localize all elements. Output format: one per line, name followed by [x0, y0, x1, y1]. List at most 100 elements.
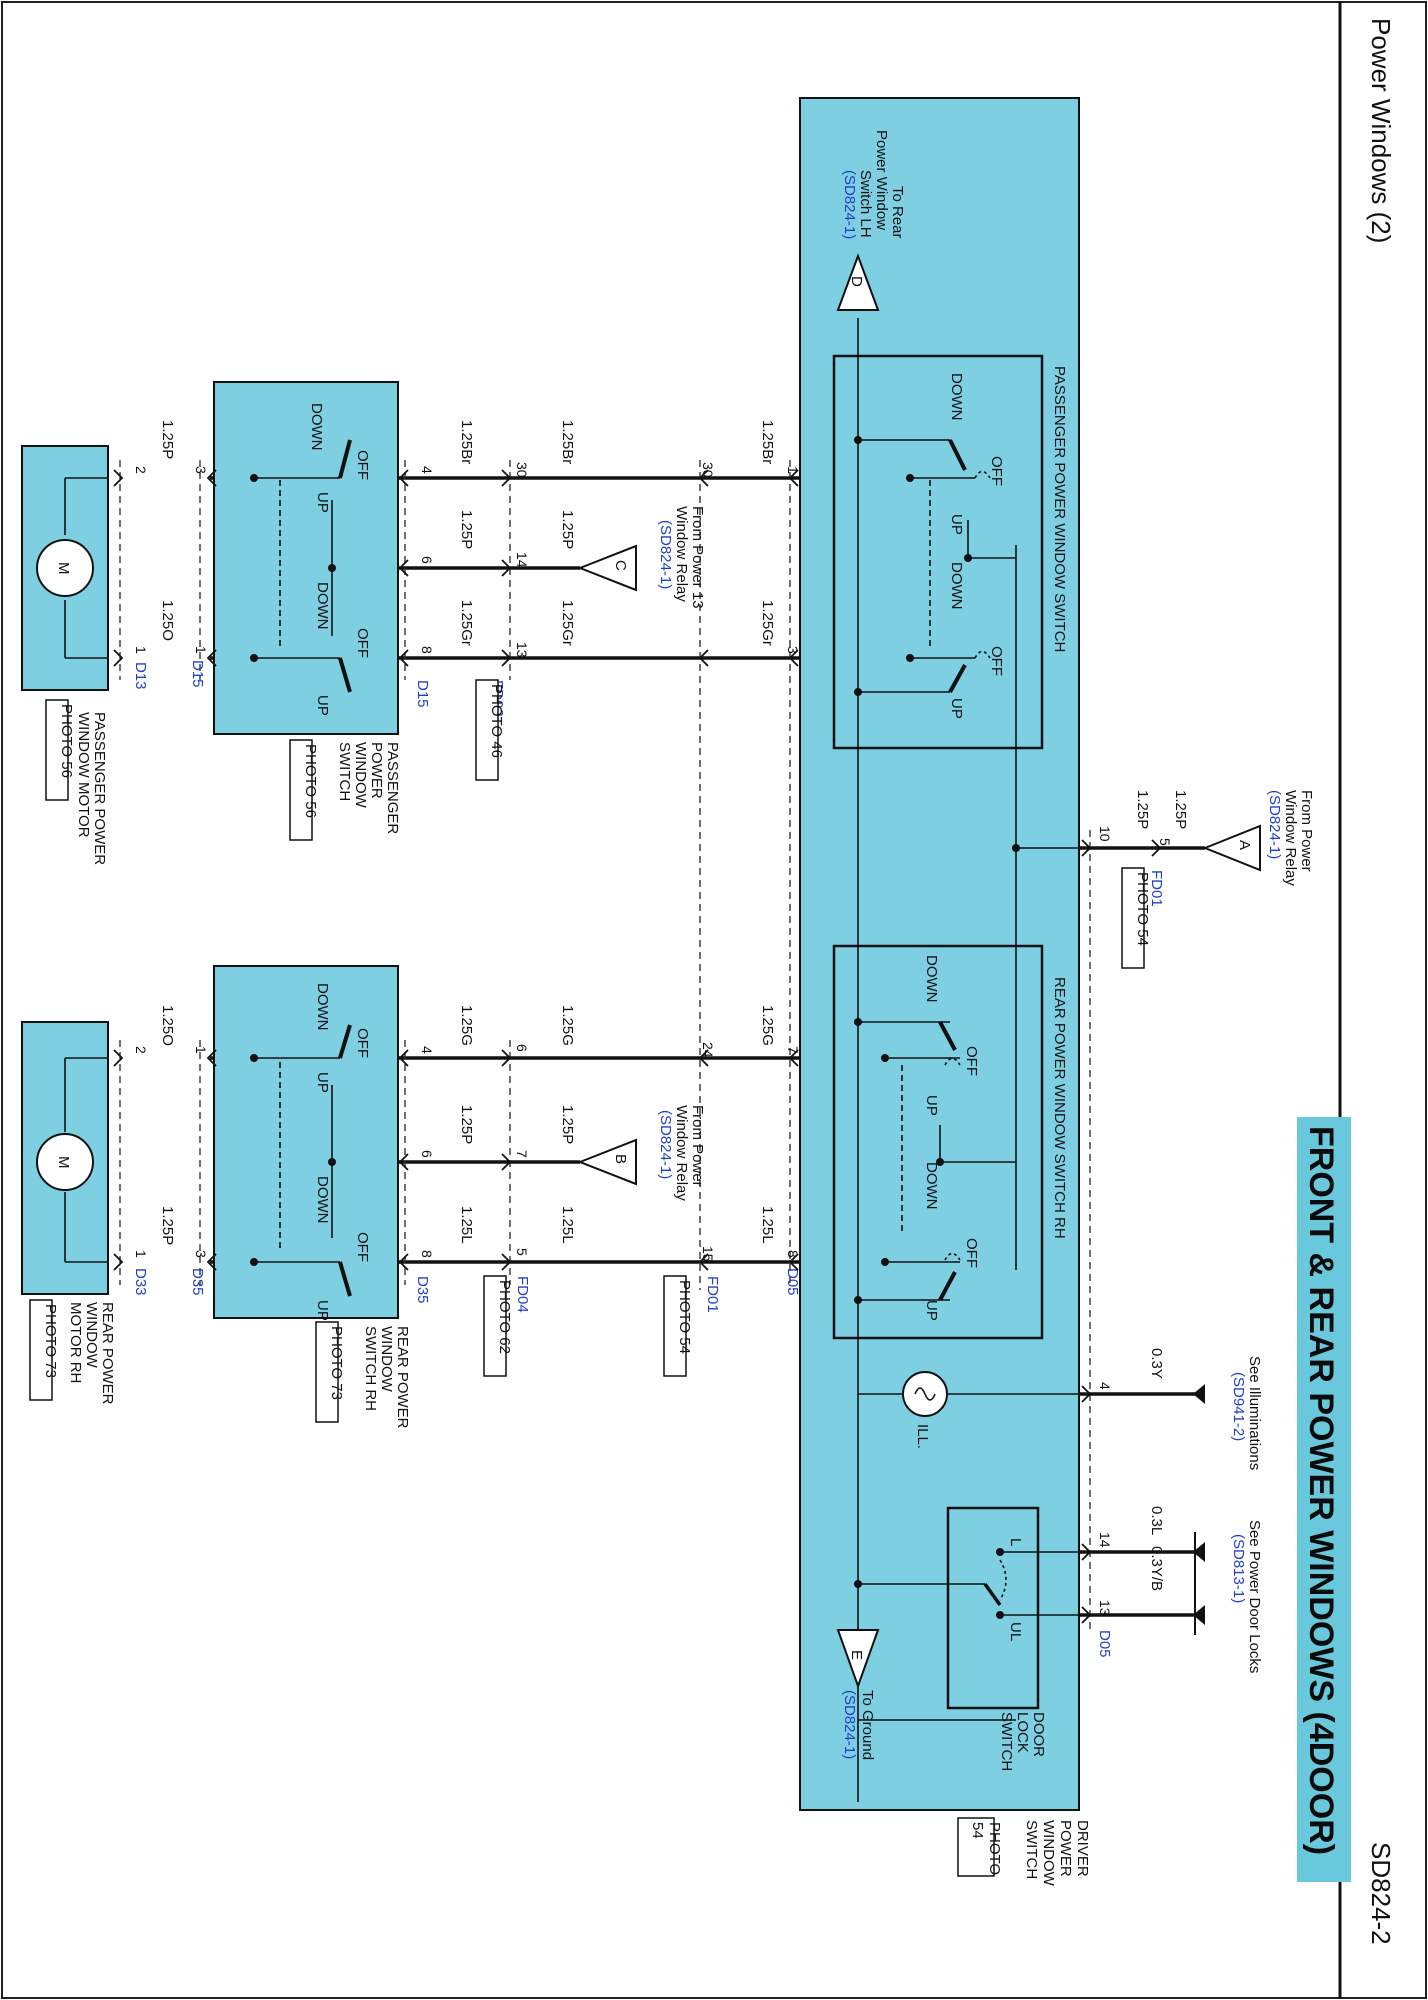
svg-text:POWER: POWER	[368, 742, 385, 799]
svg-text:1: 1	[133, 1250, 149, 1258]
svg-text:6: 6	[419, 1150, 435, 1158]
svg-text:8: 8	[419, 646, 435, 654]
svg-text:WINDOW: WINDOW	[83, 1302, 100, 1369]
ref-b-label: From Power Window Relay (SD824-1)	[657, 1105, 706, 1201]
svg-text:Switch LH: Switch LH	[857, 170, 874, 238]
svg-text:To Rear: To Rear	[889, 186, 906, 239]
svg-text:6: 6	[514, 1044, 530, 1052]
svg-text:UP: UP	[948, 514, 965, 535]
svg-text:2: 2	[133, 466, 149, 474]
ref-a-label: From Power Window Relay (SD824-1)	[1266, 790, 1315, 886]
svg-text:1.25P: 1.25P	[559, 510, 576, 549]
rear-power-window-switch-block	[832, 944, 1044, 1340]
svg-text:WINDOW: WINDOW	[1040, 1820, 1057, 1887]
rear-motor-symbol	[36, 1133, 94, 1191]
svg-text:A: A	[1236, 840, 1253, 850]
passenger-switch-contacts	[858, 439, 1016, 693]
svg-text:DOOR: DOOR	[1030, 1712, 1047, 1757]
svg-text:1.25P: 1.25P	[159, 420, 176, 459]
svg-text:4: 4	[1097, 1382, 1113, 1390]
svg-text:M: M	[55, 562, 72, 575]
svg-text:(SD824-1): (SD824-1)	[841, 1690, 858, 1759]
svg-text:DOWN: DOWN	[923, 955, 940, 1003]
svg-text:UP: UP	[314, 492, 331, 513]
svg-text:D15: D15	[414, 680, 431, 708]
rear-switch-contacts	[858, 1021, 1016, 1301]
passenger-switch-labels: OFF DOWN UP OFF DOWN UP	[308, 403, 371, 716]
svg-text:13: 13	[514, 642, 530, 658]
svg-text:(SD824-1): (SD824-1)	[657, 1110, 674, 1179]
svg-text:0.3Y/B: 0.3Y/B	[1148, 1546, 1165, 1591]
svg-text:4: 4	[419, 1046, 435, 1054]
svg-text:1.25L: 1.25L	[759, 1206, 776, 1244]
svg-text:1.25P: 1.25P	[1134, 790, 1151, 829]
svg-text:D33: D33	[132, 1268, 149, 1296]
svg-text:To Ground: To Ground	[859, 1690, 876, 1760]
svg-text:1.25P: 1.25P	[1172, 790, 1189, 829]
svg-text:8: 8	[785, 1250, 801, 1258]
svg-text:D05: D05	[1096, 1630, 1113, 1658]
svg-text:SWITCH: SWITCH	[998, 1712, 1015, 1771]
svg-text:5: 5	[1157, 838, 1173, 846]
rear-switch-labels: OFF DOWN UP OFF DOWN UP	[314, 983, 371, 1321]
svg-text:3: 3	[193, 1250, 209, 1258]
svg-text:Window Relay: Window Relay	[673, 506, 690, 602]
svg-text:1.25O: 1.25O	[159, 600, 176, 641]
svg-text:1.25G: 1.25G	[458, 1005, 475, 1046]
svg-text:1.25L: 1.25L	[559, 1206, 576, 1244]
svg-text:Power Window: Power Window	[873, 130, 890, 230]
ref-c-label: From Power 13 Window Relay (SD824-1)	[657, 506, 706, 609]
title-banner-text: FRONT & REAR POWER WINDOWS (4DOOR)	[1302, 1126, 1340, 1855]
svg-text:PASSENGER POWER: PASSENGER POWER	[91, 712, 108, 865]
svg-text:D35: D35	[189, 1268, 206, 1296]
svg-text:OFF: OFF	[354, 628, 371, 658]
door-lock-switch-name: DOOR LOCK SWITCH	[998, 1712, 1047, 1771]
svg-text:PASSENGER: PASSENGER	[384, 742, 401, 834]
svg-text:8: 8	[419, 1250, 435, 1258]
ref-b-triangle	[577, 1138, 637, 1186]
svg-text:(SD813-1): (SD813-1)	[1230, 1534, 1247, 1603]
svg-text:(SD824-1): (SD824-1)	[1266, 790, 1283, 859]
svg-text:See Power Door Locks: See Power Door Locks	[1246, 1520, 1263, 1673]
svg-text:B: B	[612, 1154, 629, 1164]
svg-text:FD01: FD01	[1148, 870, 1165, 907]
svg-text:14: 14	[1097, 1532, 1113, 1548]
svg-text:Window Relay: Window Relay	[673, 1105, 690, 1201]
svg-text:1.25Gr: 1.25Gr	[458, 600, 475, 646]
driver-switch-name: DRIVER POWER WINDOW SWITCH	[1023, 1820, 1091, 1887]
svg-text:C: C	[612, 560, 629, 571]
rear-motor-name: REAR POWER WINDOW MOTOR RH	[67, 1302, 116, 1405]
ref-e-triangle	[836, 1629, 880, 1689]
page-header-right: SD824-2	[1366, 1842, 1396, 1945]
svg-text:1.25Br: 1.25Br	[458, 420, 475, 464]
ref-c-triangle	[577, 544, 637, 592]
svg-text:DOWN: DOWN	[314, 1176, 331, 1224]
svg-text:3: 3	[785, 646, 801, 654]
svg-text:1.25G: 1.25G	[559, 1005, 576, 1046]
svg-text:OFF: OFF	[988, 646, 1005, 676]
svg-text:SWITCH RH: SWITCH RH	[362, 1326, 379, 1411]
svg-text:DRIVER: DRIVER	[1074, 1820, 1091, 1877]
svg-text:1.25P: 1.25P	[159, 1206, 176, 1245]
passenger-wire-labels: 1.25Br 1.25Br 1.25Br 1.25P 1.25P 1.25P 1…	[159, 420, 776, 646]
svg-text:OFF: OFF	[963, 1046, 980, 1076]
svg-text:UP: UP	[923, 1300, 940, 1321]
svg-text:UP: UP	[314, 695, 331, 716]
svg-text:1.25P: 1.25P	[458, 1105, 475, 1144]
svg-text:3: 3	[193, 466, 209, 474]
ref-power-door-locks-label: See Power Door Locks (SD813-1)	[1230, 1520, 1263, 1673]
svg-text:1: 1	[133, 646, 149, 654]
page-header-left: Power Windows (2)	[1366, 18, 1396, 243]
svg-text:1.25Br: 1.25Br	[759, 420, 776, 464]
svg-text:D35: D35	[414, 1276, 431, 1304]
svg-text:From Power: From Power	[1298, 790, 1315, 872]
svg-text:MOTOR RH: MOTOR RH	[67, 1302, 84, 1383]
svg-text:54: 54	[969, 1822, 986, 1839]
svg-text:D13: D13	[132, 662, 149, 690]
svg-text:1.25Gr: 1.25Gr	[559, 600, 576, 646]
passenger-motor-name: PASSENGER POWER WINDOW MOTOR	[75, 712, 108, 865]
rear-wire-labels: 1.25G 1.25G 1.25G 1.25O 1.25P 1.25P 1.25…	[159, 1005, 776, 1245]
passenger-power-window-switch	[213, 381, 399, 735]
ref-d-label: To Rear Power Window Switch LH (SD824-1)	[841, 130, 906, 239]
svg-text:1.25L: 1.25L	[458, 1206, 475, 1244]
